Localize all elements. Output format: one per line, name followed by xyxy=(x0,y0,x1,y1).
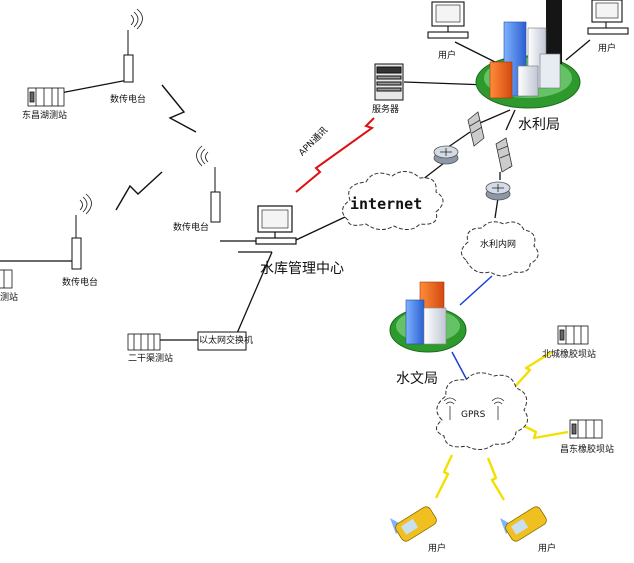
phone-user-left xyxy=(390,506,437,542)
ethernet-switch-label: 以太网交换机 xyxy=(199,336,254,346)
internet-label: internet xyxy=(350,195,423,213)
reservoir-center-label: 水库管理中心 xyxy=(260,261,344,277)
intranet-cloud xyxy=(461,221,539,277)
station-box-north xyxy=(557,325,589,345)
server-label: 服务器 xyxy=(372,105,400,115)
water-bureau-building xyxy=(475,0,581,109)
hydrology-bureau-building xyxy=(389,281,467,353)
water-intranet-label: 水利内网 xyxy=(480,240,517,250)
radio-zigzags xyxy=(115,84,197,211)
computer-user-top-right xyxy=(587,0,629,35)
blue-links xyxy=(451,275,493,383)
apn-link xyxy=(295,117,375,193)
computer-user-top-left xyxy=(427,1,469,39)
ethernet-switch-box xyxy=(197,331,247,351)
station-label-left: 测站 xyxy=(0,293,19,303)
internet-cloud xyxy=(342,171,444,230)
user-label-bottom-left: 用户 xyxy=(428,544,447,554)
gprs-cloud xyxy=(436,372,529,450)
server-icon xyxy=(374,63,404,101)
computer-reservoir-center xyxy=(255,205,297,245)
station-box-east xyxy=(569,419,603,439)
station-box-erganqu xyxy=(127,333,161,351)
phone-user-right xyxy=(500,506,547,542)
station-label-erganqu: 二干渠测站 xyxy=(128,354,174,364)
radio-unit-2 xyxy=(196,145,221,223)
radio-unit-1 xyxy=(123,8,143,83)
user-label-top-right: 用户 xyxy=(598,44,617,54)
north-dam-label: 北城橡胶坝站 xyxy=(542,350,597,360)
user-label-top-left: 用户 xyxy=(438,51,457,61)
firewall-1 xyxy=(467,111,485,147)
station-label-dongchang: 东昌湖测站 xyxy=(22,111,68,121)
router-2 xyxy=(485,181,511,201)
user-label-bottom-right: 用户 xyxy=(538,544,557,554)
gprs-label: GPRS xyxy=(461,410,486,420)
radio-label-3: 数传电台 xyxy=(62,278,99,288)
gprs-antennas xyxy=(443,397,505,420)
firewall-2 xyxy=(495,137,513,173)
hydrology-bureau-label: 水文局 xyxy=(396,371,438,387)
radio-label-2: 数传电台 xyxy=(173,223,210,233)
router-1 xyxy=(433,145,459,165)
radio-unit-3 xyxy=(71,193,92,270)
water-bureau-label: 水利局 xyxy=(518,117,560,133)
station-box-left xyxy=(0,269,13,289)
east-dam-label: 昌东橡胶坝站 xyxy=(560,445,615,455)
station-box-dongchang xyxy=(27,87,65,107)
radio-label-1: 数传电台 xyxy=(110,95,147,105)
